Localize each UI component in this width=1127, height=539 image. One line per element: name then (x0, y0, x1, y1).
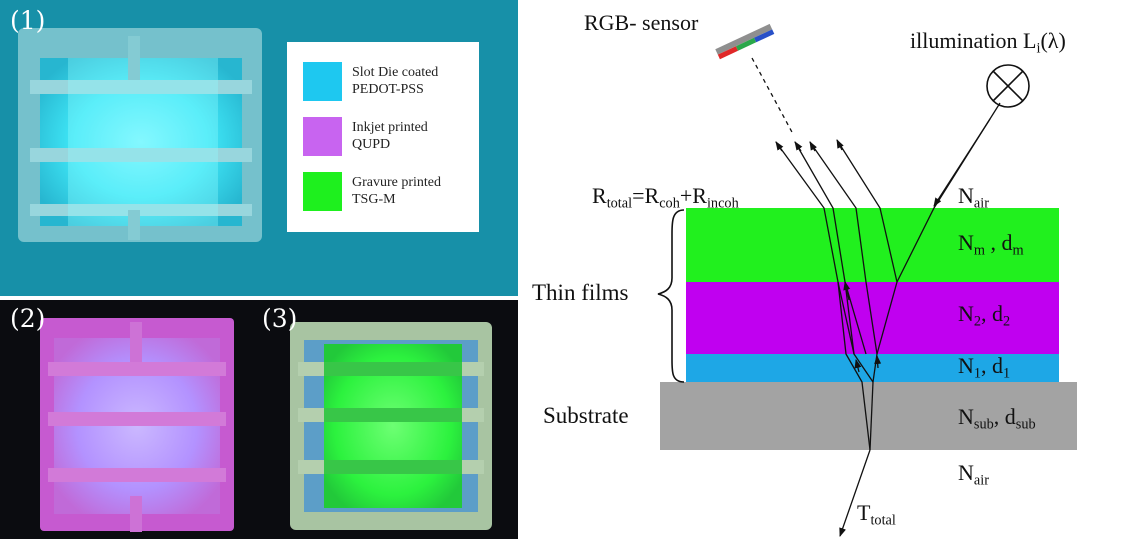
transmitted-ray-sub (869, 381, 874, 451)
layer-label-air-bottom: Nair (958, 460, 989, 489)
sensor-label-text: RGB- sensor (584, 10, 699, 35)
d-sub: sub (1015, 416, 1036, 433)
legend-label: Slot Die coated (352, 65, 439, 80)
n-sub: 2 (973, 313, 982, 330)
illumination-sub: i (1036, 40, 1041, 57)
formula-coh-sub: coh (659, 195, 680, 212)
d-symbol: d (992, 353, 1004, 378)
layer-label-2: N2, d2 (958, 301, 1011, 330)
n-symbol: N (958, 460, 974, 485)
legend-label: Gravure printed (352, 175, 442, 190)
d-sub: 2 (1003, 313, 1011, 330)
formula-plus: +R (679, 183, 707, 208)
n-sub: sub (973, 416, 994, 433)
inkjet-gravure-sample-photo (40, 318, 492, 532)
formula-incoh-sub: incoh (706, 195, 739, 212)
photo-panel-slot-die: (1) Slot Die coated PEDOT-PSS Inkjet pri… (0, 0, 518, 296)
n-symbol: N (958, 301, 974, 326)
photo-panel-inkjet-gravure: (2) (3) (0, 300, 518, 539)
layer-label-m: Nm , dm (958, 230, 1024, 259)
n-symbol: N (958, 404, 974, 429)
rgb-sensor-icon (715, 23, 775, 60)
illumination-source-icon (986, 64, 1030, 108)
legend-label: PEDOT-PSS (352, 82, 424, 97)
n-sub: m (973, 242, 986, 259)
sensor-label: RGB- sensor (584, 10, 698, 36)
n-symbol: N (958, 230, 974, 255)
n-symbol: N (958, 353, 974, 378)
layer-1 (686, 354, 1059, 382)
d-sub: 1 (1003, 365, 1011, 382)
legend-label: QUPD (352, 137, 391, 152)
legend-swatch-qupd (303, 117, 342, 156)
legend-item-pedot: Slot Die coated PEDOT-PSS (352, 64, 438, 98)
formula-eq: =R (632, 183, 660, 208)
sep: , (981, 301, 993, 326)
legend: Slot Die coated PEDOT-PSS Inkjet printed… (287, 42, 479, 232)
layer-label-1: N1, d1 (958, 353, 1011, 382)
n-sub: air (973, 195, 989, 212)
formula-total-sub: total (606, 195, 633, 212)
d-symbol: d (1001, 230, 1013, 255)
panel-number-2: (2) (10, 304, 46, 333)
n-symbol: N (958, 183, 974, 208)
sep: , (985, 230, 1002, 255)
reflectance-formula: Rtotal=Rcoh+Rincoh (592, 183, 739, 212)
reflected-rays (775, 139, 898, 451)
layer-label-air-top: Nair (958, 183, 989, 212)
layer-label-sub: Nsub, dsub (958, 404, 1036, 433)
legend-swatch-pedot (303, 62, 342, 101)
panel-number-1: (1) (10, 6, 46, 35)
sep: , (981, 353, 993, 378)
illumination-suffix: (λ) (1040, 28, 1066, 53)
panel-number-3: (3) (262, 304, 298, 333)
illumination-label: illumination Li(λ) (910, 28, 1066, 57)
substrate-label: Substrate (543, 403, 629, 428)
t-sub: total (870, 512, 896, 529)
d-symbol: d (1004, 404, 1016, 429)
thin-films-brace (657, 209, 685, 383)
reflected-arrowheads (775, 139, 882, 373)
sensor-sightline (751, 57, 794, 135)
legend-label: TSG-M (352, 192, 396, 207)
d-symbol: d (992, 301, 1004, 326)
sep: , (993, 404, 1005, 429)
t-symbol: T (857, 500, 871, 525)
thin-films-label: Thin films (532, 280, 629, 305)
transmitted-ray (839, 449, 871, 537)
transmittance-label: Ttotal (857, 500, 896, 529)
n-sub: 1 (973, 365, 982, 382)
n-sub: air (973, 472, 989, 489)
incident-arrow (933, 118, 991, 207)
illumination-label-text: illumination L (910, 28, 1037, 53)
layer-2 (686, 282, 1059, 354)
legend-label: Inkjet printed (352, 120, 428, 135)
legend-swatch-tsgm (303, 172, 342, 211)
legend-item-qupd: Inkjet printed QUPD (352, 119, 428, 153)
formula-r: R (592, 183, 607, 208)
layer-m (686, 208, 1059, 282)
slot-die-sample-photo (18, 28, 262, 242)
d-sub: m (1012, 242, 1024, 259)
legend-item-tsgm: Gravure printed TSG-M (352, 174, 441, 208)
